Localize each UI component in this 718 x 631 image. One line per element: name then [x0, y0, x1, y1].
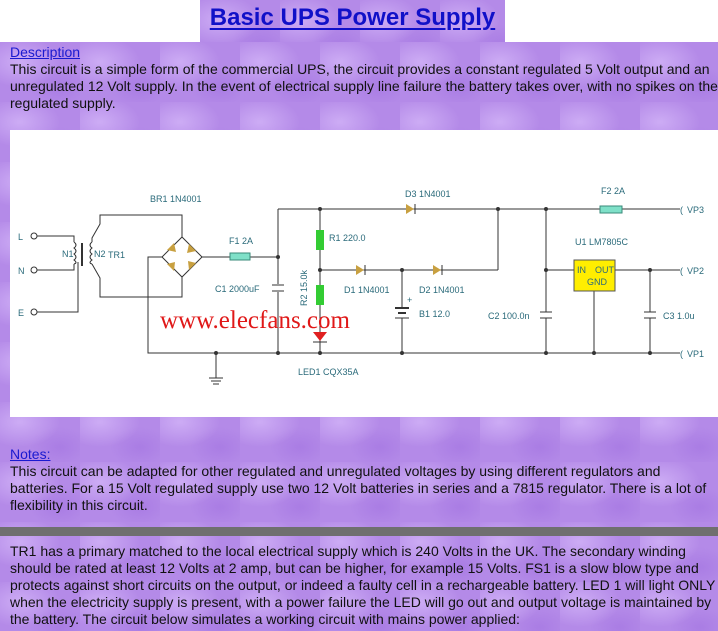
u1-out-label: OUT	[595, 265, 615, 275]
terminal-n-label: N	[18, 266, 25, 276]
vp3-paren: (	[680, 205, 683, 215]
vp1-paren: (	[680, 349, 683, 359]
r2-label: R2 15.0k	[299, 269, 309, 306]
fuse-f1-icon	[229, 252, 251, 261]
transformer-icon	[73, 241, 93, 266]
vp2-label: VP2	[687, 266, 704, 276]
d2-label: D2 1N4001	[419, 285, 465, 295]
description-text: This circuit is a simple form of the com…	[10, 61, 718, 111]
wires	[37, 208, 680, 385]
capacitor-icons	[272, 284, 656, 319]
c2-label: C2 100.0n	[488, 311, 530, 321]
input-terminals	[30, 232, 38, 316]
circuit-diagram: L N E N1 N2 TR1 BR1 1N4001 F1 2A F2 2A C…	[10, 130, 718, 417]
notes-text: This circuit can be adapted for other re…	[10, 463, 707, 513]
regulator-icon	[573, 259, 616, 292]
resistor-r1-icon	[316, 230, 324, 250]
n1-label: N1	[62, 249, 74, 259]
battery-plus: +	[407, 295, 412, 305]
bridge-rectifier-icon	[161, 236, 203, 278]
u1-in-label: IN	[577, 265, 586, 275]
n2-label: N2	[94, 249, 106, 259]
br1-label: BR1 1N4001	[150, 194, 202, 204]
tr1-label: TR1	[108, 250, 125, 260]
u1-gnd-label: GND	[587, 277, 608, 287]
title-banner: Basic UPS Power Supply	[200, 0, 505, 42]
f2-label: F2 2A	[601, 186, 625, 196]
terminal-e-label: E	[18, 308, 24, 318]
vp2-paren: (	[680, 266, 683, 276]
vp3-label: VP3	[687, 205, 704, 215]
page-title-link[interactable]: Basic UPS Power Supply	[209, 4, 496, 31]
description-link[interactable]: Description	[10, 44, 81, 60]
junction-dots	[214, 207, 652, 355]
c1-label: C1 2000uF	[215, 284, 260, 294]
d3-label: D3 1N4001	[405, 189, 451, 199]
watermark: www.elecfans.com	[160, 307, 351, 334]
details-section: TR1 has a primary matched to the local e…	[10, 543, 718, 628]
d1-label: D1 1N4001	[344, 285, 390, 295]
section-divider	[0, 527, 718, 536]
description-section: Description This circuit is a simple for…	[10, 44, 718, 112]
resistor-r2-icon	[316, 285, 324, 305]
c3-label: C3 1.0u	[663, 311, 695, 321]
r1-label: R1 220.0	[329, 233, 366, 243]
u1-label: U1 LM7805C	[575, 237, 629, 247]
b1-label: B1 12.0	[419, 309, 450, 319]
schematic: L N E N1 N2 TR1 BR1 1N4001 F1 2A F2 2A C…	[18, 186, 704, 385]
details-text: TR1 has a primary matched to the local e…	[10, 543, 716, 627]
fuse-f2-icon	[599, 205, 623, 214]
notes-link[interactable]: Notes:	[10, 446, 51, 462]
led-icon	[313, 332, 327, 341]
notes-section: Notes: This circuit can be adapted for o…	[10, 446, 718, 514]
vp1-label: VP1	[687, 349, 704, 359]
f1-label: F1 2A	[229, 236, 253, 246]
terminal-l-label: L	[18, 232, 23, 242]
led1-label: LED1 CQX35A	[298, 367, 359, 377]
battery-icon	[395, 307, 409, 319]
diode-icons	[356, 204, 443, 275]
